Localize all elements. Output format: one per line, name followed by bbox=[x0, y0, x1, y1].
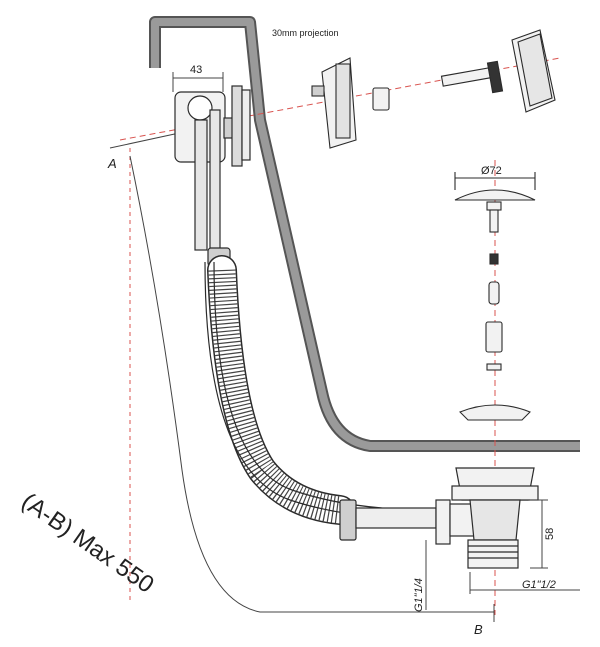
bath-wall bbox=[149, 16, 580, 452]
dimension-43 bbox=[172, 72, 224, 92]
thread-1-1-2-label: G1"1/2 bbox=[522, 579, 556, 591]
dim-72-label: Ø72 bbox=[481, 165, 502, 177]
overflow-exploded-parts bbox=[311, 29, 556, 149]
dim-43-label: 43 bbox=[190, 64, 202, 76]
overflow-body bbox=[174, 85, 251, 267]
point-a-label: A bbox=[107, 156, 117, 171]
max-length-note: (A-B) Max 550 bbox=[17, 488, 159, 599]
thread-leaders bbox=[425, 540, 580, 610]
plug-exploded-parts bbox=[454, 172, 536, 421]
projection-label: 30mm projection bbox=[272, 28, 339, 38]
flexible-hose bbox=[207, 255, 355, 525]
waste-body bbox=[339, 467, 539, 569]
a-b-dimension bbox=[109, 121, 495, 622]
dim-58-label: 58 bbox=[544, 528, 556, 540]
thread-1-1-4-label: G1"1/4 bbox=[413, 578, 425, 612]
point-b-label: B bbox=[474, 622, 483, 637]
dimension-58 bbox=[530, 499, 548, 569]
